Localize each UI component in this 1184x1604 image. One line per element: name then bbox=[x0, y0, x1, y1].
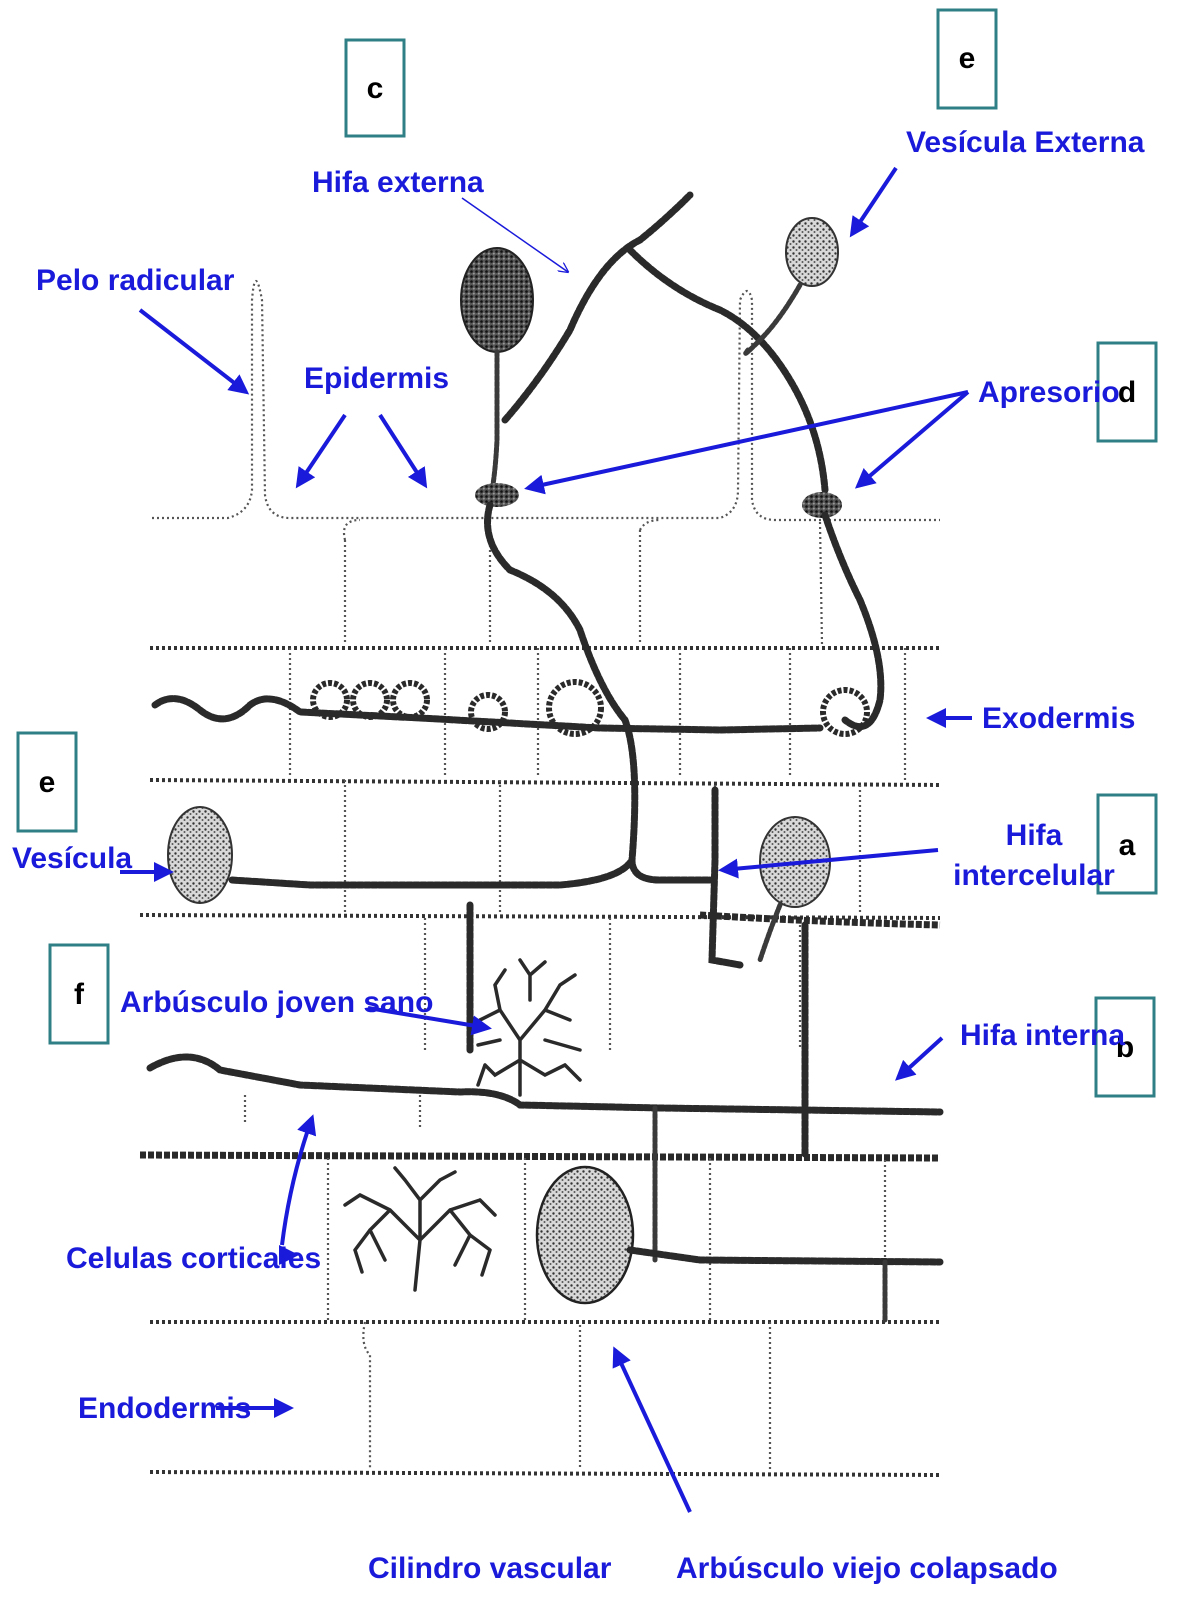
box-e-left: e bbox=[18, 733, 76, 831]
box-c: c bbox=[346, 40, 404, 136]
cortex-boundary-2 bbox=[140, 1155, 940, 1158]
arrow-apresorio-right bbox=[858, 392, 968, 486]
label-hifa-intercelular-line2: intercelular bbox=[953, 859, 1115, 892]
fungal-structures bbox=[150, 195, 940, 1320]
box-e-left-letter: e bbox=[39, 766, 56, 799]
label-hifa-interna: Hifa interna bbox=[960, 1019, 1125, 1052]
young-arbuscule bbox=[478, 960, 580, 1095]
external-vesicle-light bbox=[786, 218, 838, 286]
arrow-apresorio-left bbox=[528, 392, 968, 488]
external-vesicle-dark bbox=[461, 248, 533, 352]
arrow-celulas-corticales-up bbox=[282, 1118, 312, 1245]
appressorium-left bbox=[475, 483, 519, 507]
internal-vesicle-left bbox=[168, 807, 232, 903]
box-e-top-letter: e bbox=[959, 42, 976, 75]
label-hifa-externa: Hifa externa bbox=[312, 166, 484, 199]
label-apresorio: Apresorio bbox=[978, 376, 1120, 409]
label-cilindro-vascular: Cilindro vascular bbox=[368, 1552, 612, 1585]
label-endodermis: Endodermis bbox=[78, 1392, 251, 1425]
box-c-letter: c bbox=[367, 72, 384, 105]
arrow-hifa-interna bbox=[898, 1038, 942, 1078]
arrow-epidermis-right bbox=[380, 415, 425, 485]
arrow-vesicula-externa bbox=[852, 168, 896, 234]
box-a-letter: a bbox=[1119, 829, 1136, 862]
mature-arbuscule bbox=[345, 1168, 495, 1290]
label-arbusculo-joven: Arbúsculo joven sano bbox=[120, 986, 433, 1019]
box-f-letter: f bbox=[74, 978, 85, 1011]
old-collapsed-arbuscule bbox=[537, 1167, 633, 1303]
label-pelo-radicular: Pelo radicular bbox=[36, 264, 235, 297]
label-epidermis: Epidermis bbox=[304, 362, 449, 395]
label-vesicula-externa: Vesícula Externa bbox=[906, 126, 1145, 159]
box-f: f bbox=[50, 945, 108, 1043]
letter-boxes: c e d e a f b bbox=[18, 10, 1156, 1096]
label-exodermis: Exodermis bbox=[982, 702, 1135, 735]
box-e-top: e bbox=[938, 10, 996, 108]
label-arbusculo-viejo: Arbúsculo viejo colapsado bbox=[676, 1552, 1058, 1585]
label-vesicula: Vesícula bbox=[12, 842, 132, 875]
arrow-arbusculo-viejo bbox=[615, 1350, 690, 1512]
box-d-letter: d bbox=[1118, 376, 1136, 409]
arrow-epidermis-left bbox=[298, 415, 345, 485]
label-celulas-corticales: Celulas corticales bbox=[66, 1242, 321, 1275]
label-hifa-intercelular-line1: Hifa bbox=[1006, 819, 1063, 852]
exodermis-inner-boundary bbox=[150, 780, 940, 785]
arrow-pelo-radicular bbox=[140, 310, 246, 392]
endodermis-inner-boundary bbox=[150, 1472, 940, 1475]
